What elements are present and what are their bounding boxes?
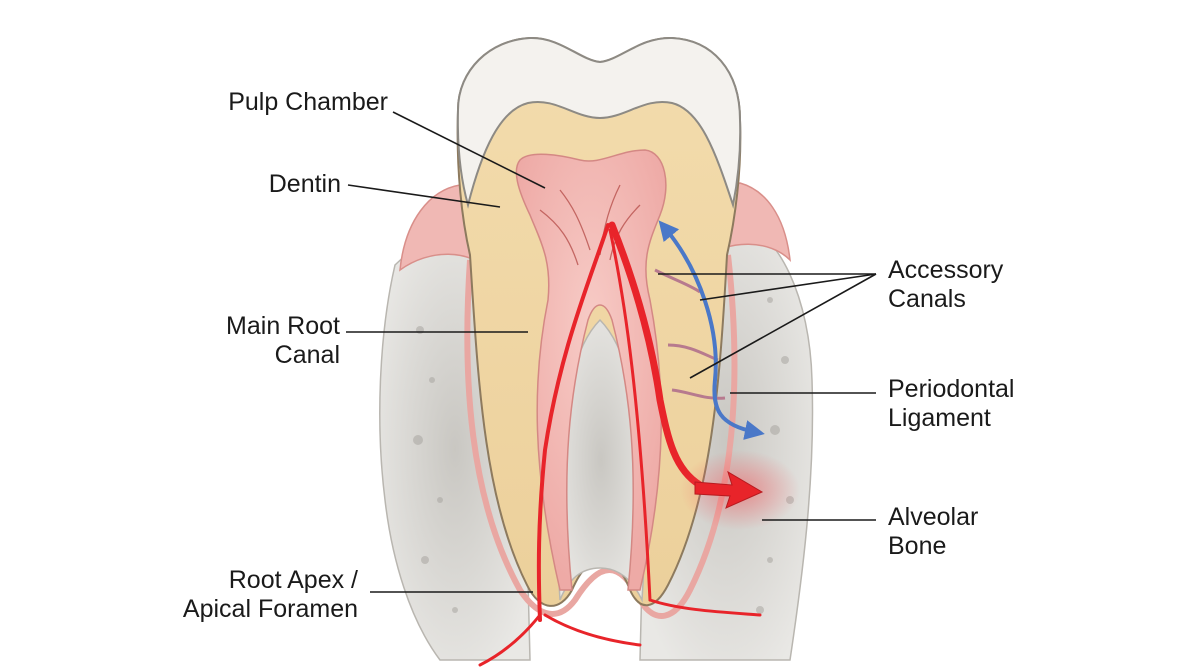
label-accessory-canals: Accessory Canals: [888, 256, 1004, 313]
leader-dentin: [347, 184, 501, 208]
leader-accessory-2: [699, 273, 877, 301]
label-pulp-chamber: Pulp Chamber: [228, 88, 388, 116]
label-root-apex: Root Apex / Apical Foramen: [182, 566, 358, 623]
leader-accessory-3: [689, 273, 877, 379]
enamel: [456, 36, 742, 209]
label-periodontal-ligament: Periodontal Ligament: [888, 375, 1015, 432]
leader-lines: [346, 111, 877, 593]
leader-pulp-chamber: [392, 111, 546, 189]
label-dentin: Dentin: [268, 170, 341, 198]
pulp-vessels: [539, 184, 641, 266]
label-main-root-canal: Main Root Canal: [226, 312, 340, 369]
red-arrow: [694, 470, 764, 509]
blue-arrow: [658, 220, 765, 440]
label-alveolar-bone: Alveolar Bone: [888, 503, 979, 560]
